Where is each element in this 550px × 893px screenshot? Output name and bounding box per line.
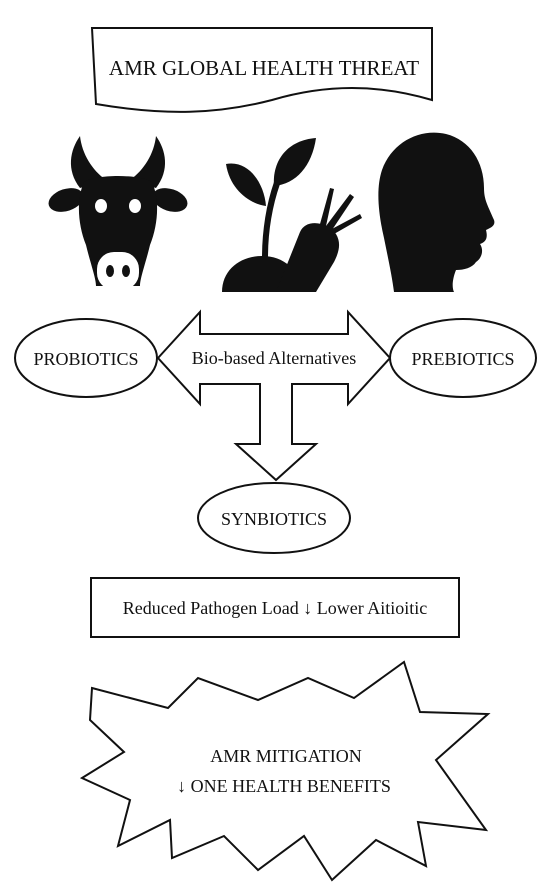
starburst-shape bbox=[79, 660, 491, 882]
result-line-1: AMR MITIGATION bbox=[210, 746, 362, 766]
banner: AMR GLOBAL HEALTH THREAT bbox=[90, 27, 433, 113]
outcome-text: Reduced Pathogen Load ↓ Lower Aitioitic bbox=[123, 598, 427, 618]
prebiotics-shape bbox=[389, 318, 537, 398]
probiotics-label: PROBIOTICS bbox=[33, 349, 138, 369]
human-head-icon bbox=[378, 132, 495, 292]
probiotics-shape bbox=[14, 318, 158, 398]
banner-shape bbox=[90, 27, 433, 113]
outcome-shape bbox=[90, 577, 460, 638]
prebiotics-label: PREBIOTICS bbox=[411, 349, 514, 369]
bidirectional-arrow bbox=[156, 309, 392, 482]
result-starburst: AMR MITIGATION ↓ ONE HEALTH BENEFITS bbox=[79, 660, 491, 882]
synbiotics-shape bbox=[197, 482, 351, 554]
outcome-box: Reduced Pathogen Load ↓ Lower Aitioitic bbox=[90, 577, 460, 638]
synbiotics-node: SYNBIOTICS bbox=[197, 482, 351, 554]
bio-based-alternatives-label: Bio-based Alternatives bbox=[192, 348, 356, 368]
plant-carrot-icon bbox=[222, 138, 362, 292]
probiotics-node: PROBIOTICS bbox=[14, 318, 158, 398]
banner-title: AMR GLOBAL HEALTH THREAT bbox=[109, 56, 419, 80]
result-line-2: ↓ ONE HEALTH BENEFITS bbox=[177, 776, 391, 796]
synbiotics-label: SYNBIOTICS bbox=[221, 509, 327, 529]
prebiotics-node: PREBIOTICS bbox=[389, 318, 537, 398]
cow-icon bbox=[48, 136, 188, 290]
